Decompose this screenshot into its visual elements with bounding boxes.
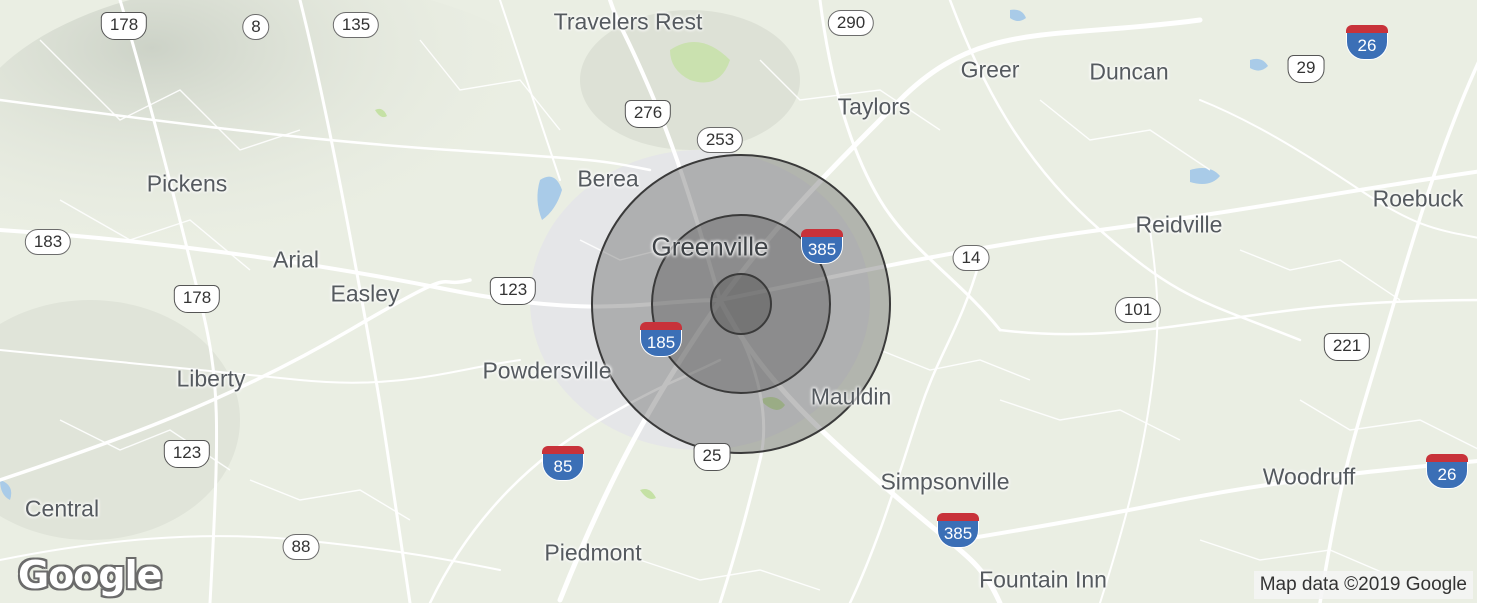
state-route-shield: 8 xyxy=(242,14,270,40)
us-route-shield: 25 xyxy=(693,443,731,471)
terrain-shading xyxy=(0,0,600,320)
park-area xyxy=(670,42,730,83)
park-area xyxy=(640,489,656,499)
city-label-liberty: Liberty xyxy=(176,365,246,392)
interstate-shield: 185 xyxy=(640,322,682,362)
city-label-greer: Greer xyxy=(960,56,1020,83)
state-route-shield: 88 xyxy=(282,534,320,560)
city-label-duncan: Duncan xyxy=(1089,58,1169,85)
map-edge xyxy=(1477,0,1489,603)
city-label-pickens: Pickens xyxy=(146,170,228,197)
city-label-piedmont: Piedmont xyxy=(544,539,642,566)
city-label-arial: Arial xyxy=(272,246,320,273)
interstate-shield: 85 xyxy=(542,446,584,486)
google-logo[interactable]: Google xyxy=(18,553,162,597)
city-label-powdersville: Powdersville xyxy=(482,357,612,384)
city-label-travelers-rest: Travelers Rest xyxy=(553,8,703,35)
state-route-shield: 135 xyxy=(332,12,380,38)
state-route-shield: 253 xyxy=(696,127,744,153)
city-label-easley: Easley xyxy=(330,280,400,307)
city-label-taylors: Taylors xyxy=(837,93,911,120)
radius-ring-inner xyxy=(710,273,772,335)
us-route-shield: 123 xyxy=(163,440,211,468)
us-route-shield: 29 xyxy=(1287,55,1325,83)
park-area xyxy=(760,396,785,410)
water-body xyxy=(1010,9,1026,21)
interstate-shield: 26 xyxy=(1346,25,1388,65)
state-route-shield: 14 xyxy=(952,245,990,271)
radius-ring-middle xyxy=(651,214,831,394)
us-route-shield: 276 xyxy=(624,100,672,128)
interstate-shield: 385 xyxy=(937,513,979,553)
city-label-simpsonville: Simpsonville xyxy=(880,468,1010,495)
interstate-shield: 385 xyxy=(801,229,843,269)
us-route-shield: 178 xyxy=(173,285,221,313)
park-area xyxy=(375,108,387,118)
us-route-shield: 178 xyxy=(100,12,148,40)
interstate-shield: 26 xyxy=(1426,454,1468,494)
city-label-berea: Berea xyxy=(577,165,639,192)
water-body xyxy=(537,176,562,220)
water-body xyxy=(0,480,12,500)
state-route-shield: 290 xyxy=(827,10,875,36)
city-label-central: Central xyxy=(24,495,100,522)
us-route-shield: 123 xyxy=(489,277,537,305)
water-body xyxy=(1250,58,1268,71)
minor-roads xyxy=(39,39,1481,591)
city-label-fountain-inn: Fountain Inn xyxy=(979,566,1107,593)
city-label-reidville: Reidville xyxy=(1135,211,1223,238)
state-route-shield: 101 xyxy=(1114,297,1162,323)
city-label-roebuck: Roebuck xyxy=(1372,185,1464,212)
city-label-mauldin: Mauldin xyxy=(810,383,892,410)
map-attribution[interactable]: Map data ©2019 Google xyxy=(1253,571,1473,599)
city-label-woodruff: Woodruff xyxy=(1262,463,1356,490)
water-body xyxy=(1190,168,1220,184)
city-label-greenville: Greenville xyxy=(651,231,769,262)
state-route-shield: 183 xyxy=(24,229,72,255)
terrain-shading xyxy=(0,300,240,540)
us-route-shield: 221 xyxy=(1323,333,1371,361)
